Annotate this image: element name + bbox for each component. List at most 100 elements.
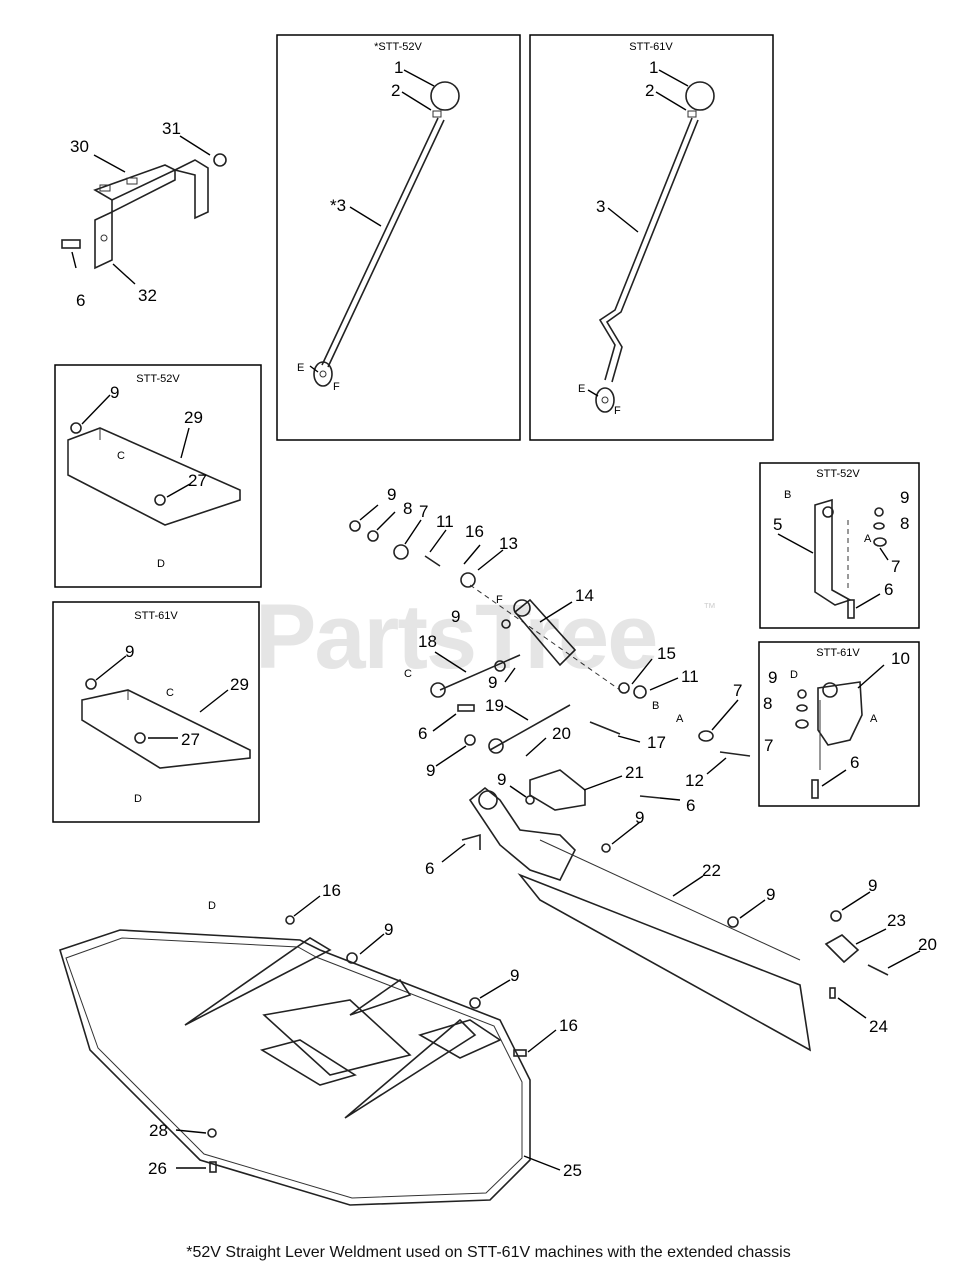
callout-25: 25: [563, 1161, 582, 1180]
lever-end-part: [313, 361, 333, 387]
nut-part: [213, 153, 227, 167]
callout-21: 21: [625, 763, 644, 782]
letter-e: E: [578, 383, 585, 395]
callout-2: 2: [391, 81, 400, 100]
callout-8: 8: [900, 514, 909, 533]
rod-part: [439, 654, 521, 691]
lever-61v-box: STT-61V 1 2 3 E F: [529, 34, 774, 441]
letter-e: E: [297, 362, 304, 374]
callout-9: 9: [868, 876, 877, 895]
bracket-part: [814, 498, 852, 606]
callout-9: 9: [387, 485, 396, 504]
blade-part: [349, 978, 412, 1016]
box-title: STT-52V: [136, 373, 180, 385]
box-title: STT-61V: [816, 647, 860, 659]
callout-6: 6: [686, 796, 695, 815]
callout-16: 16: [559, 1016, 578, 1035]
callout-6: 6: [76, 291, 85, 310]
callout-32: 32: [138, 286, 157, 305]
linkage-assembly: 9 8 7 11 16 13 F 9 14 18 9 C 15 11 B: [349, 485, 937, 1052]
callout-29: 29: [184, 408, 203, 427]
callout-6: 6: [425, 859, 434, 878]
box-title: STT-52V: [816, 468, 860, 480]
callout-8: 8: [763, 694, 772, 713]
trademark: ™: [703, 600, 716, 615]
pivot-part: [468, 786, 576, 881]
callout-7: 7: [764, 736, 773, 755]
rod-part: [489, 704, 571, 751]
nut-part: [687, 110, 697, 118]
lever-52v-box: *STT-52V 1 2 *3 E F: [276, 34, 521, 441]
letter-a: A: [870, 713, 878, 725]
letter-d: D: [208, 900, 216, 912]
callout-9: 9: [510, 966, 519, 985]
callout-11: 11: [681, 667, 699, 686]
letter-b: B: [784, 489, 791, 501]
letter-c: C: [404, 668, 412, 680]
knob-part: [685, 81, 715, 111]
callout-28: 28: [149, 1121, 168, 1140]
callout-30: 30: [70, 137, 89, 156]
letter-d: D: [134, 793, 142, 805]
callout-23: 23: [887, 911, 906, 930]
blade-part: [184, 937, 332, 1026]
arm-part: [513, 598, 577, 667]
callout-20: 20: [552, 724, 571, 743]
plate-52v-box: STT-52V 9 29 27 C D: [54, 364, 262, 588]
callout-14: 14: [575, 586, 594, 605]
deck-housing-part: [517, 873, 812, 1052]
callout-1: 1: [649, 58, 658, 77]
box-title: *STT-52V: [374, 41, 422, 53]
nut-part: [432, 110, 442, 118]
callout-2: 2: [645, 81, 654, 100]
bolt-part: [61, 239, 81, 249]
callout-1: 1: [394, 58, 403, 77]
lever-rod-part: [321, 117, 445, 368]
callout-10: 10: [891, 649, 910, 668]
plate-part: [67, 427, 241, 526]
callout-9: 9: [488, 673, 497, 692]
callout-22: 22: [702, 861, 721, 880]
callout-9: 9: [635, 808, 644, 827]
callout-8: 8: [403, 499, 412, 518]
plate-part: [81, 689, 251, 769]
bracket-part: [529, 769, 586, 811]
callout-16: 16: [465, 522, 484, 541]
letter-b: B: [652, 700, 659, 712]
callout-27: 27: [181, 730, 200, 749]
watermark: PartsTree: [255, 586, 658, 688]
letter-d: D: [157, 558, 165, 570]
callout-15: 15: [657, 644, 676, 663]
knob-part: [430, 81, 460, 111]
callout-9: 9: [451, 607, 460, 626]
callout-26: 26: [148, 1159, 167, 1178]
bracket-part: [824, 934, 860, 964]
letter-f: F: [333, 381, 340, 393]
callout-9: 9: [768, 668, 777, 687]
box-title: STT-61V: [134, 610, 178, 622]
callout-9: 9: [384, 920, 393, 939]
callout-29: 29: [230, 675, 249, 694]
cable-part: [539, 839, 801, 961]
letter-a: A: [676, 713, 684, 725]
callout-6: 6: [418, 724, 427, 743]
callout-6: 6: [884, 580, 893, 599]
callout-9: 9: [426, 761, 435, 780]
callout-11: 11: [436, 512, 454, 531]
callout-7: 7: [891, 557, 900, 576]
plate-part: [259, 1039, 357, 1086]
box-title: STT-61V: [629, 41, 673, 53]
callout-3: *3: [330, 196, 346, 215]
callout-7: 7: [733, 681, 742, 700]
callout-6: 6: [850, 753, 859, 772]
bracket-assembly: 30 31 6 32: [61, 119, 227, 310]
callout-13: 13: [499, 534, 518, 553]
callout-9: 9: [497, 770, 506, 789]
deck-assembly: 16 9 9 16 28 26 25 D: [59, 881, 582, 1206]
letter-f: F: [614, 405, 621, 417]
blade-part: [344, 1018, 477, 1119]
belt-part: [59, 929, 531, 1206]
callout-9: 9: [125, 642, 134, 661]
callout-9: 9: [766, 885, 775, 904]
